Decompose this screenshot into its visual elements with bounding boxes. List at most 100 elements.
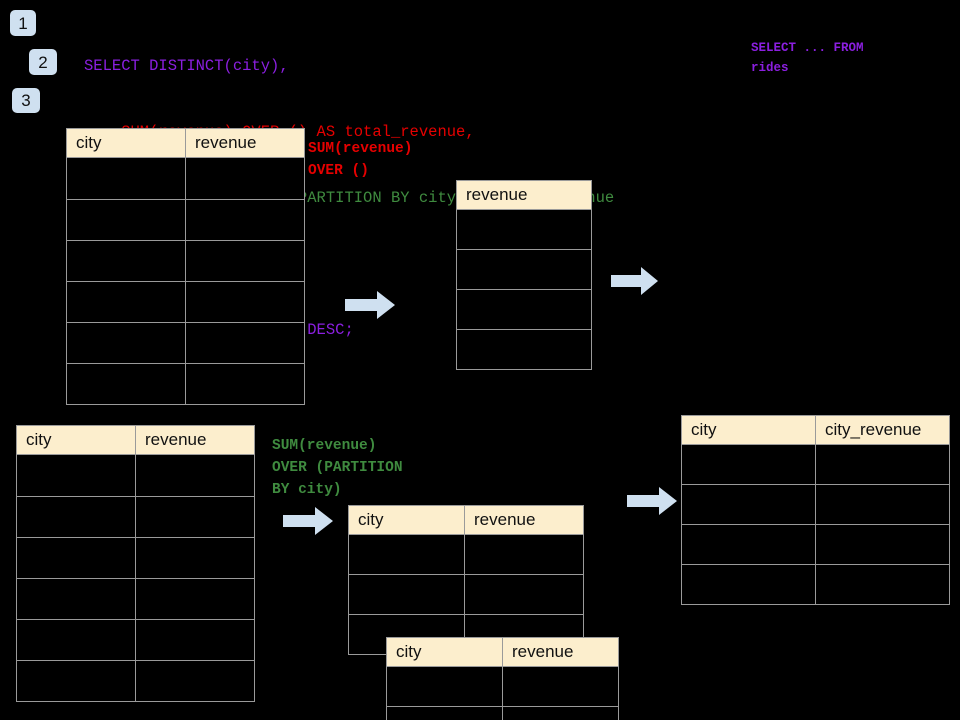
table-row [16, 619, 255, 661]
table-row [16, 578, 255, 620]
cell [815, 564, 950, 605]
cell [16, 578, 136, 620]
cell [502, 706, 619, 720]
table-row [456, 209, 592, 250]
arrow-bottom-mid-to-right [627, 487, 677, 515]
table-row [386, 666, 619, 707]
cell [681, 524, 816, 565]
table-row [66, 157, 305, 200]
table-row [348, 534, 584, 575]
cell [185, 199, 305, 241]
table-header-row: revenue [456, 180, 592, 210]
table-header-row: city revenue [16, 425, 255, 455]
column-header-revenue: revenue [456, 180, 592, 210]
cell [464, 534, 584, 575]
cell [135, 660, 255, 702]
cell [185, 281, 305, 323]
cell [185, 157, 305, 200]
table-header-row: city city_revenue [681, 415, 950, 445]
column-header-city: city [66, 128, 186, 158]
cell [681, 444, 816, 485]
cell [386, 666, 503, 707]
cell [66, 157, 186, 200]
table-row [681, 444, 950, 485]
cell [681, 484, 816, 525]
cell [464, 574, 584, 615]
cell [16, 454, 136, 497]
cell [66, 240, 186, 282]
table-partition-back: city revenue [348, 505, 584, 655]
cell [815, 444, 950, 485]
cell [16, 537, 136, 579]
table-row [386, 706, 619, 720]
table-row [66, 240, 305, 282]
annotation-partition-by-city: SUM(revenue) OVER (PARTITION BY city) [272, 438, 403, 498]
cell [348, 574, 465, 615]
cell [16, 660, 136, 702]
table-row [16, 454, 255, 497]
table-row [16, 496, 255, 538]
cell [502, 666, 619, 707]
table-total-revenue: revenue [456, 180, 592, 370]
cell [386, 706, 503, 720]
table-row [456, 329, 592, 370]
column-header-revenue: revenue [464, 505, 584, 535]
step-badge-3: 3 [12, 88, 40, 113]
table-row [456, 249, 592, 290]
table-row [66, 322, 305, 364]
cell [185, 363, 305, 405]
cell [66, 322, 186, 364]
arrow-top-left-to-mid [345, 291, 395, 319]
step-badge-3-label: 3 [21, 91, 31, 110]
arrow-top-mid-to-right [611, 267, 658, 295]
cell [456, 329, 592, 370]
column-header-revenue: revenue [135, 425, 255, 455]
side-note-select-from-rides: SELECT ... FROM rides [751, 41, 864, 75]
table-partition-front: city revenue [386, 637, 619, 720]
column-header-revenue: revenue [502, 637, 619, 667]
column-header-city: city [16, 425, 136, 455]
table-row [66, 363, 305, 405]
annotation-total-revenue: SUM(revenue) OVER () [308, 141, 413, 179]
cell [185, 322, 305, 364]
cell [135, 578, 255, 620]
cell [66, 199, 186, 241]
cell [135, 454, 255, 497]
column-header-city: city [681, 415, 816, 445]
table-row [456, 289, 592, 330]
cell [135, 619, 255, 661]
cell [456, 209, 592, 250]
step-badge-2: 2 [29, 49, 57, 75]
table-row [16, 537, 255, 579]
column-header-city-revenue: city_revenue [815, 415, 950, 445]
table-final-result: city city_revenue [681, 415, 950, 605]
table-row [348, 574, 584, 615]
column-header-city: city [348, 505, 465, 535]
table-row [66, 281, 305, 323]
table-header-row: city revenue [386, 637, 619, 667]
cell [815, 484, 950, 525]
cell [185, 240, 305, 282]
table-row [681, 524, 950, 565]
step-badge-1: 1 [10, 10, 36, 36]
column-header-city: city [386, 637, 503, 667]
cell [135, 496, 255, 538]
table-row [16, 660, 255, 702]
arrow-bottom-left-to-mid [283, 507, 333, 535]
cell [135, 537, 255, 579]
cell [66, 281, 186, 323]
cell [16, 619, 136, 661]
table-row [681, 564, 950, 605]
step-badge-2-label: 2 [38, 52, 48, 72]
table-rides-source-top: city revenue [66, 128, 305, 405]
cell [815, 524, 950, 565]
step-badge-1-label: 1 [18, 13, 28, 33]
cell [348, 534, 465, 575]
cell [456, 249, 592, 290]
table-header-row: city revenue [348, 505, 584, 535]
table-row [66, 199, 305, 241]
column-header-revenue: revenue [185, 128, 305, 158]
cell [16, 496, 136, 538]
cell [456, 289, 592, 330]
